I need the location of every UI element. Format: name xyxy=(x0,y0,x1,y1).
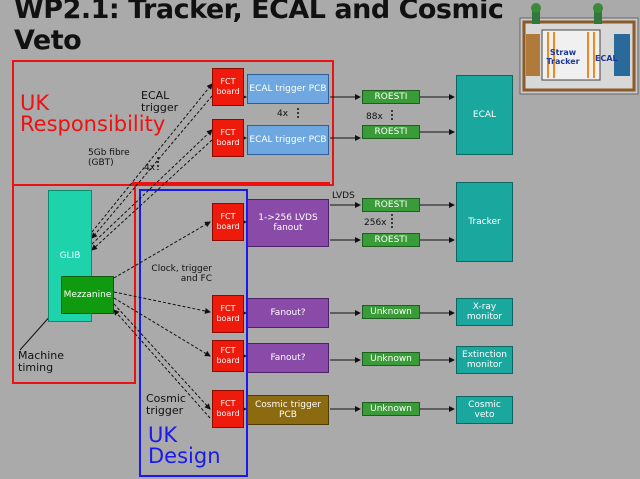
fct-board-extinction: FCT board xyxy=(212,340,244,372)
lvds-label: LVDS xyxy=(332,191,355,201)
ecal-trigger-label: ECAL trigger xyxy=(141,89,179,114)
ecal-trigger-pcb-1: ECAL trigger PCB xyxy=(247,74,329,104)
ecal-detector: ECAL xyxy=(456,75,513,155)
fanout-box-xray: Fanout? xyxy=(247,298,329,328)
machine-timing-label: Machine timing xyxy=(18,349,65,374)
fct-board-tracker: FCT board xyxy=(212,203,244,241)
tracker-detector: Tracker xyxy=(456,182,513,262)
cosmic-trigger-pcb: Cosmic trigger PCB xyxy=(247,395,329,425)
extinction-monitor: Extinction monitor xyxy=(456,346,513,374)
fct-board-xray: FCT board xyxy=(212,295,244,333)
detector-graphic xyxy=(519,3,639,95)
mult-4x-top: 4x xyxy=(277,109,289,119)
ecal-trigger-pcb-2: ECAL trigger PCB xyxy=(247,125,329,155)
uk-design-region xyxy=(139,189,248,477)
uk-responsibility-region xyxy=(12,60,334,186)
page-title: WP2.1: Tracker, ECAL and Cosmic Veto xyxy=(14,0,504,56)
xray-monitor: X-ray monitor xyxy=(456,298,513,326)
mezzanine-board: Mezzanine xyxy=(61,276,114,314)
roesti-tracker-1: ROESTI xyxy=(362,198,420,212)
detector-inset: Straw Tracker ECAL xyxy=(518,0,640,96)
fct-board-ecal-2: FCT board xyxy=(212,119,244,157)
mult-4x-left: 4x xyxy=(144,163,156,173)
lvds-fanout-box: 1->256 LVDS fanout xyxy=(247,199,329,247)
mult-88x: 88x xyxy=(366,112,383,122)
roesti-ecal-2: ROESTI xyxy=(362,125,420,139)
glib-label: GLIB xyxy=(59,251,81,261)
uk-responsibility-region-lower xyxy=(12,182,136,384)
unknown-extinction: Unknown xyxy=(362,352,420,366)
roesti-tracker-2: ROESTI xyxy=(362,233,420,247)
unknown-cosmic: Unknown xyxy=(362,402,420,416)
roesti-ecal-1: ROESTI xyxy=(362,90,420,104)
unknown-xray: Unknown xyxy=(362,305,420,319)
clock-label: Clock, trigger and FC xyxy=(151,264,212,284)
inset-ecal-label: ECAL xyxy=(595,54,618,63)
cosmic-trigger-label: Cosmic trigger xyxy=(146,392,186,417)
fibre-label: 5Gb fibre (GBT) xyxy=(88,148,130,168)
uk-responsibility-region-ext xyxy=(132,182,330,184)
fct-board-ecal-1: FCT board xyxy=(212,68,244,106)
uk-responsibility-label: UK Responsibility xyxy=(20,91,166,136)
mult-256x: 256x xyxy=(364,218,387,228)
uk-design-label: UK Design xyxy=(148,423,221,468)
fanout-box-extinction: Fanout? xyxy=(247,343,329,373)
fct-board-cosmic: FCT board xyxy=(212,390,244,428)
cosmic-veto: Cosmic veto xyxy=(456,396,513,424)
inset-straw-label: Straw Tracker xyxy=(546,48,580,66)
